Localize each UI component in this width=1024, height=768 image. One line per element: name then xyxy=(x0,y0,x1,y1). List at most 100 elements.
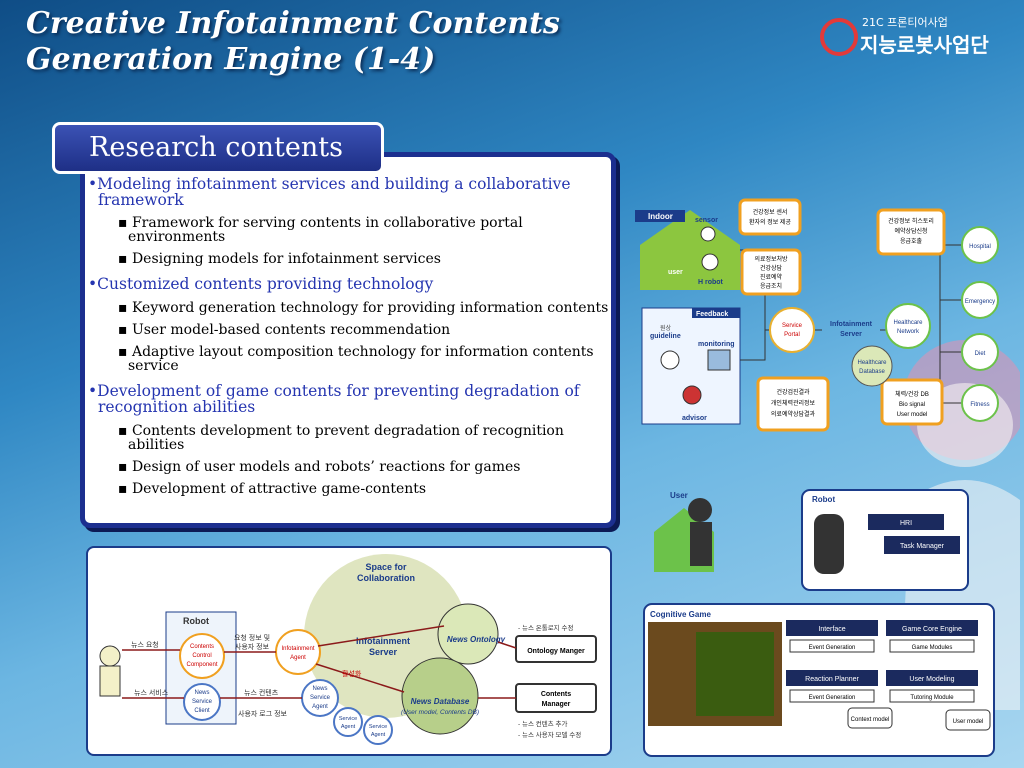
section-heading: •Modeling infotainment services and buil… xyxy=(88,175,571,209)
list-item: ▪ Framework for serving contents in coll… xyxy=(118,215,523,245)
service-agent-label: Agent xyxy=(341,724,356,730)
service-portal-label: Portal xyxy=(784,332,800,338)
game-diagram: User Robot HRI Task Manager Cognitive Ga… xyxy=(643,489,995,757)
kr-label: - 뉴스 컨텐츠 추가 xyxy=(518,719,567,728)
section-heading: •Customized contents providing technolog… xyxy=(88,275,434,293)
ccc-label: Control xyxy=(192,653,211,659)
callout-text: 예약상담신청 xyxy=(894,227,927,235)
callout-text: 개인체력관리정보 xyxy=(771,399,816,407)
list-item: ▪ Development of attractive game-content… xyxy=(118,481,427,497)
ontology-manager-label: Ontology Manger xyxy=(527,648,585,655)
ccc-node xyxy=(179,633,225,679)
list-item: ▪ Contents development to prevent degrad… xyxy=(118,423,564,453)
emergency-node xyxy=(961,281,999,319)
news-ontology-label: News Ontology xyxy=(447,635,506,644)
section-heading: •Development of game contents for preven… xyxy=(88,382,580,416)
space-label: Collaboration xyxy=(357,573,415,583)
contents-manager-label: Manager xyxy=(542,701,571,708)
org-logo: 21C 프론티어사업 지능로봇사업단 xyxy=(820,14,1015,64)
nsc-node xyxy=(183,683,221,721)
healthcare-network-label: Healthcare xyxy=(893,320,923,326)
kr-label: - 뉴스 사용자 모델 수정 xyxy=(518,730,581,739)
guideline-label: guideline xyxy=(650,333,681,340)
feedback-label: Feedback xyxy=(696,311,728,318)
node-label: Fitness xyxy=(970,402,989,408)
sensor-label: sensor xyxy=(695,217,718,224)
infotainment-server-label: Infotainment xyxy=(356,636,410,646)
callout-text: 건강상담 xyxy=(760,264,783,272)
h-robot-label: H robot xyxy=(698,279,724,286)
user-modeling-label: User Modeling xyxy=(909,676,954,683)
research-list: •Modeling infotainment services and buil… xyxy=(88,176,610,496)
healthcare-database-node xyxy=(851,345,893,387)
kr-label: 요청 정보 및 xyxy=(234,633,270,642)
slide-title: Creative Infotainment Contents Generatio… xyxy=(26,6,560,78)
node-label: Emergency xyxy=(965,299,995,305)
research-contents-tab: Research contents xyxy=(52,122,384,174)
diet-node xyxy=(961,333,999,371)
healthcare-diagram: Indoor sensor user H robot Feedback 원상 g… xyxy=(635,198,999,432)
node-label: Hospital xyxy=(969,244,991,250)
healthcare-network-node xyxy=(885,303,931,349)
infotainment-agent-label: Infotainment xyxy=(281,646,314,652)
kr-label: 활성화 xyxy=(342,669,362,678)
game-core-engine-label: Game Core Engine xyxy=(902,626,962,633)
kr-label: 사용자 정보 xyxy=(235,642,270,651)
cognitive-game-label: Cognitive Game xyxy=(650,610,711,619)
event-generation-label: Event Generation xyxy=(809,695,856,701)
healthcare-db-label: Healthcare xyxy=(857,360,887,366)
space-label: Space for xyxy=(365,562,407,572)
infotainment-server-label: Server xyxy=(369,647,398,657)
hospital-node xyxy=(961,226,999,264)
task-manager-label: Task Manager xyxy=(900,543,945,550)
news-ontology-node xyxy=(437,603,499,665)
list-item: ▪ Design of user models and robots’ reac… xyxy=(118,459,521,475)
guideline-kr-label: 원상 xyxy=(660,324,672,332)
kr-label: - 뉴스 온톨로지 수정 xyxy=(518,623,573,632)
callout-text: Bio signal xyxy=(899,402,925,408)
callout-text: 체력/건강 DB xyxy=(895,390,929,398)
kr-label: 뉴스 서비스 xyxy=(134,688,169,697)
context-model-label: Context model xyxy=(851,717,890,723)
callout-text: 진료예약 xyxy=(760,273,783,281)
callout-text: User model xyxy=(897,412,928,418)
game-modules-label: Game Modules xyxy=(912,645,953,651)
ccc-label: Component xyxy=(186,662,217,668)
nsa-label: Service xyxy=(310,695,331,701)
nsc-label: News xyxy=(194,690,209,696)
kr-label: 사용자 로그 정보 xyxy=(238,709,288,718)
nsc-label: Client xyxy=(194,708,210,714)
user-label: User xyxy=(670,491,688,500)
advisor-label: advisor xyxy=(682,415,707,422)
list-item: ▪ User model-based contents recommendati… xyxy=(118,322,451,338)
interface-label: Interface xyxy=(818,626,845,633)
user-label: user xyxy=(668,269,683,276)
fitness-node xyxy=(961,384,999,422)
service-agent-label: Service xyxy=(339,716,357,722)
service-agent-node xyxy=(363,715,393,745)
tutoring-module-label: Tutoring Module xyxy=(910,695,954,701)
callout-text: 의료예약상담결과 xyxy=(771,410,816,418)
kr-label: 뉴스 컨텐츠 xyxy=(244,688,279,697)
callout-text: 의료정보처방 xyxy=(754,255,788,263)
node-label: Diet xyxy=(975,351,986,357)
infotainment-agent-label: Agent xyxy=(290,655,306,661)
service-agent-label: Agent xyxy=(371,732,386,738)
infotainment-agent-node xyxy=(275,629,321,675)
nsa-label: Agent xyxy=(312,704,328,710)
news-database-node xyxy=(401,657,479,735)
ccc-label: Contents xyxy=(190,644,214,650)
callout-text: 건강검진결과 xyxy=(776,388,810,396)
service-agent-node xyxy=(333,707,363,737)
reaction-planner-label: Reaction Planner xyxy=(805,676,859,683)
robot-icon xyxy=(701,253,719,271)
callout-text: 응급조치 xyxy=(760,282,782,290)
callout-text: 건강정보 히스토리 xyxy=(888,217,934,225)
robot-label: Robot xyxy=(183,616,209,626)
callout-text: 건강정보 센서 xyxy=(753,208,788,216)
news-database-sub-label: (User model, Contents DB) xyxy=(401,709,479,716)
callout-text: 응급호출 xyxy=(900,237,923,245)
list-item: ▪ Keyword generation technology for prov… xyxy=(118,300,609,316)
callout-text: 환자의 정보 제공 xyxy=(749,218,791,226)
service-agent-label: Service xyxy=(369,724,387,730)
